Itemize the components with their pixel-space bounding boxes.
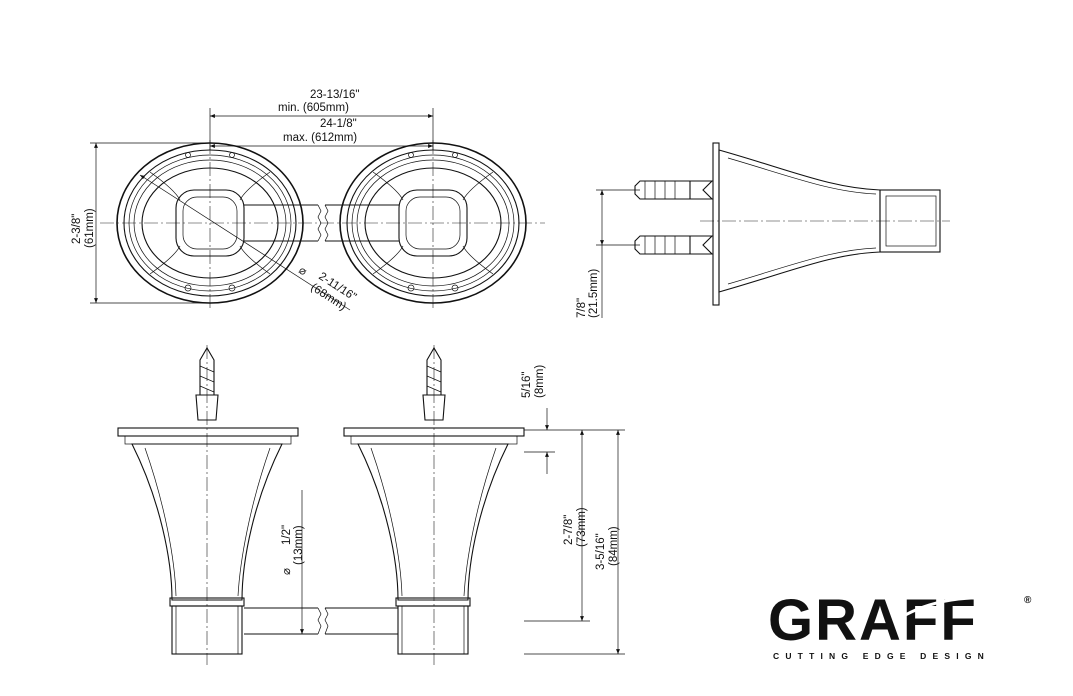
towel-bar-top	[244, 204, 399, 242]
top-view: 23-13/16" min. (605mm) 24-1/8" max. (612…	[71, 89, 545, 313]
center-min-imperial: 23-13/16"	[310, 89, 359, 101]
side-offset-metric: (21.5mm)	[588, 269, 600, 318]
total-height-imperial: 3-5/16"	[595, 533, 607, 570]
total-height-metric: (84mm)	[608, 526, 620, 566]
height-metric: (61mm)	[84, 208, 96, 248]
graff-logo: GRAFF ® CUTTING EDGE DESIGN	[768, 588, 1032, 661]
height-imperial: 2-3/8"	[71, 214, 83, 244]
fitting-imperial: 5/16"	[521, 372, 533, 398]
towel-bar-front	[244, 607, 398, 635]
bar-diameter-metric: (13mm)	[293, 525, 305, 565]
brand-name: GRAFF	[768, 588, 978, 653]
center-max-metric: max. (612mm)	[283, 132, 357, 144]
bar-diameter-symbol: ⌀	[281, 568, 293, 575]
right-post-front	[343, 346, 525, 655]
side-anchor-bottom	[634, 235, 714, 255]
brand-tagline: CUTTING EDGE DESIGN	[773, 651, 990, 661]
bar-diameter-imperial: 1/2"	[281, 525, 293, 545]
diameter-symbol: ⌀	[296, 264, 308, 278]
fitting-metric: (8mm)	[534, 365, 546, 398]
brand-registered-mark: ®	[1024, 595, 1032, 606]
bar-height-metric: (73mm)	[576, 507, 588, 547]
bar-height-imperial: 2-7/8"	[563, 515, 575, 545]
front-view: ⌀ 1/2" (13mm) 5/16" (8mm) 2-7/8" (73mm)	[117, 345, 625, 665]
side-offset-imperial: 7/8"	[576, 298, 588, 318]
center-min-metric: min. (605mm)	[278, 102, 349, 114]
right-rosette-top	[339, 142, 527, 304]
left-post-front	[117, 346, 299, 655]
center-max-imperial: 24-1/8"	[320, 118, 357, 130]
side-anchor-top	[634, 180, 714, 200]
side-view: 7/8" (21.5mm)	[576, 142, 950, 318]
